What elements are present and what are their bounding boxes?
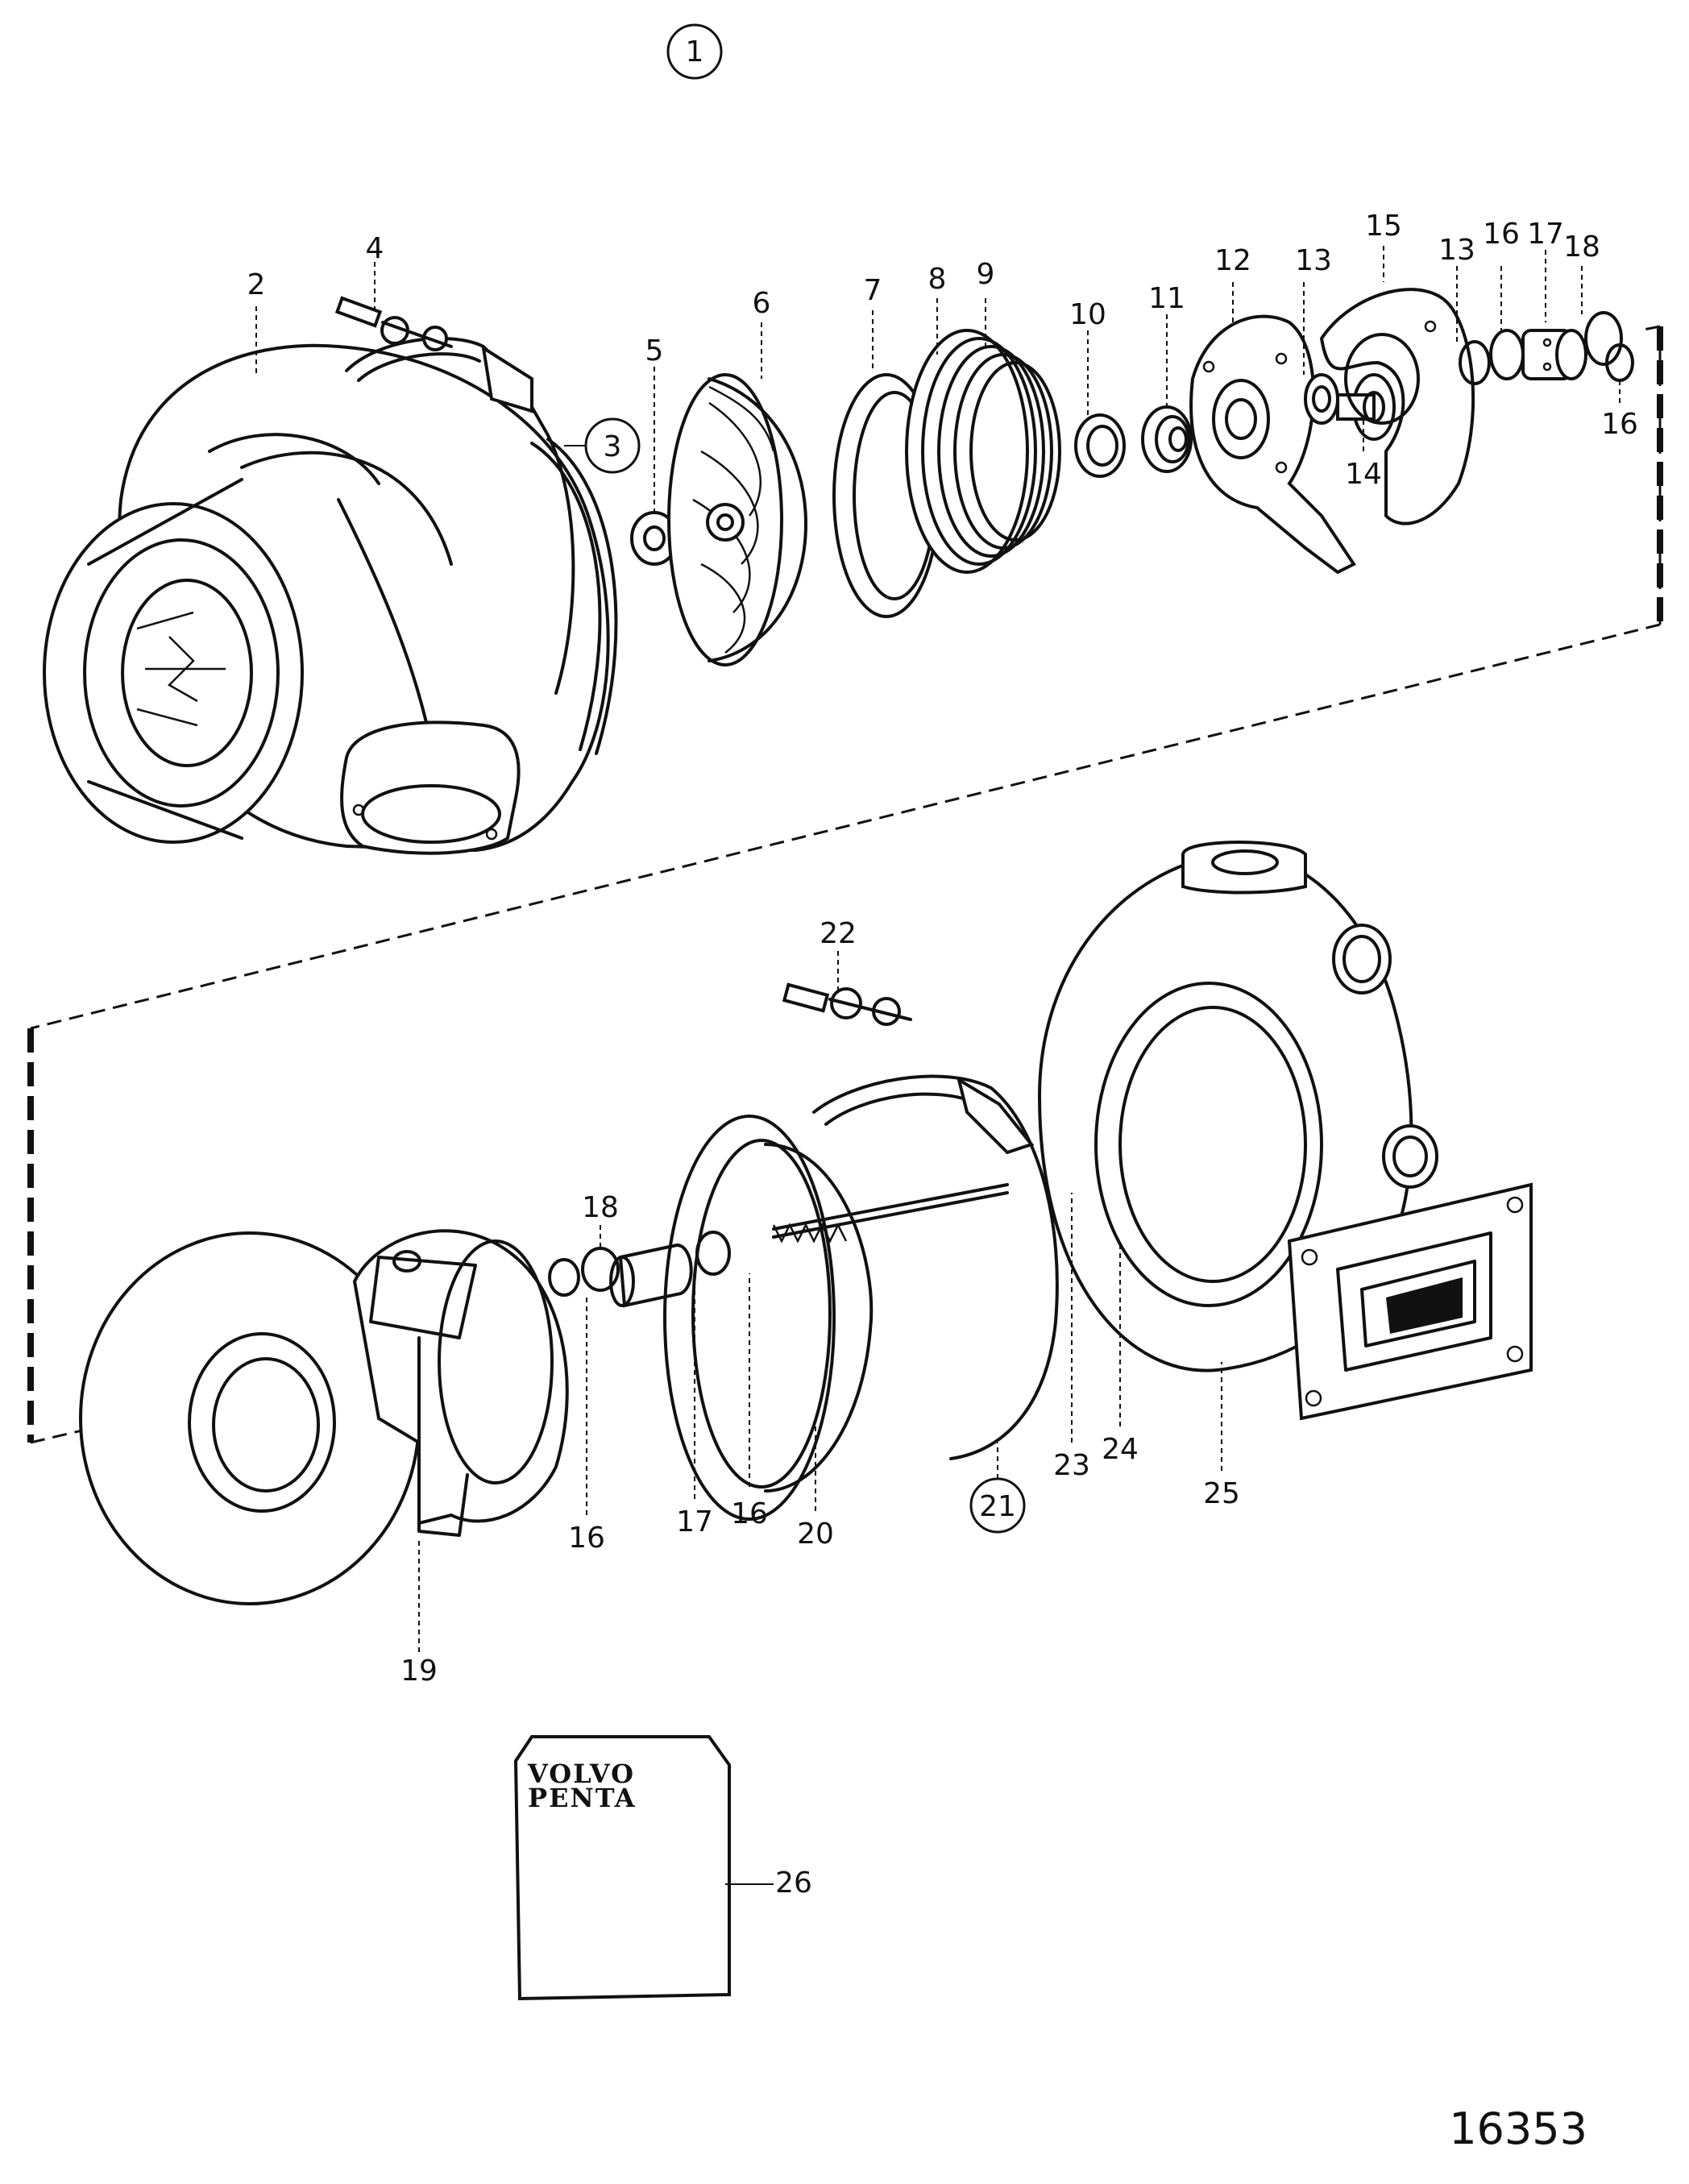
label-18-a: 18: [1563, 230, 1600, 264]
v-band-clamp-lower[interactable]: [812, 1074, 1059, 1460]
label-16-c: 16: [568, 1522, 605, 1555]
turbine-housing[interactable]: [1037, 841, 1533, 1421]
heat-shield-20[interactable]: [663, 1115, 874, 1521]
label-8: 8: [928, 263, 947, 296]
bearing-stack-upper[interactable]: [1459, 311, 1634, 385]
assembly-callout[interactable]: 1: [666, 23, 723, 80]
manual-booklet[interactable]: VOLVO PENTA: [513, 1735, 731, 2001]
label-9: 9: [977, 258, 995, 291]
assembly-boundary-lines: [27, 325, 1663, 1444]
label-15: 15: [1365, 210, 1402, 243]
label-3-callout[interactable]: 3: [584, 417, 641, 474]
bearing-housing-plate-15[interactable]: [1319, 288, 1475, 525]
label-16-b: 16: [1601, 408, 1638, 441]
label-22: 22: [820, 917, 857, 950]
label-6: 6: [753, 287, 771, 320]
thrust-collar[interactable]: [1141, 405, 1193, 473]
assembly-number: 1: [686, 35, 704, 69]
label-13-b: 13: [1438, 234, 1475, 267]
part-labels: 2 3 4 5 6 7 8 9 10 11 12 13 13 14 15 16 …: [247, 210, 1638, 1900]
label-12: 12: [1214, 244, 1251, 277]
clamp-bolt-lower[interactable]: [782, 982, 912, 1026]
label-16-a: 16: [1483, 218, 1520, 251]
label-21-callout[interactable]: 21: [969, 1477, 1026, 1534]
label-4: 4: [366, 232, 384, 265]
brand-line-1: VOLVO: [527, 1758, 635, 1789]
label-24: 24: [1102, 1433, 1139, 1466]
center-bearing-housing[interactable]: [79, 1229, 569, 1605]
compressor-back-plate[interactable]: [905, 329, 1061, 574]
label-10: 10: [1069, 298, 1106, 331]
label-17-b: 17: [676, 1505, 713, 1538]
thrust-bearing[interactable]: [1189, 314, 1356, 575]
turbine-shaft[interactable]: [772, 1183, 1009, 1244]
label-11: 11: [1148, 282, 1185, 315]
label-18-b: 18: [582, 1191, 619, 1224]
clamp-bolt-upper[interactable]: [334, 296, 453, 351]
drawing-reference-number: 16353: [1449, 2103, 1587, 2154]
label-20: 20: [797, 1518, 834, 1551]
o-ring-10[interactable]: [1074, 413, 1126, 478]
shaft-parts-lower[interactable]: [548, 1231, 731, 1308]
label-5: 5: [645, 334, 664, 367]
label-16-d: 16: [731, 1497, 768, 1530]
label-13-a: 13: [1295, 244, 1332, 277]
compressor-housing[interactable]: [43, 343, 618, 855]
label-2: 2: [247, 268, 266, 301]
bearing-bushing-13[interactable]: [1304, 373, 1339, 425]
leader-lines: [255, 246, 1621, 1885]
label-21: 21: [979, 1490, 1016, 1523]
label-17-a: 17: [1527, 218, 1564, 251]
label-7: 7: [864, 274, 882, 307]
label-19: 19: [400, 1655, 438, 1688]
label-3: 3: [604, 430, 622, 463]
label-26: 26: [775, 1866, 812, 1900]
label-14: 14: [1345, 458, 1382, 491]
brand-line-2: PENTA: [528, 1783, 637, 1813]
label-25: 25: [1203, 1477, 1240, 1510]
label-23: 23: [1053, 1449, 1090, 1482]
compressor-wheel[interactable]: [667, 373, 807, 666]
